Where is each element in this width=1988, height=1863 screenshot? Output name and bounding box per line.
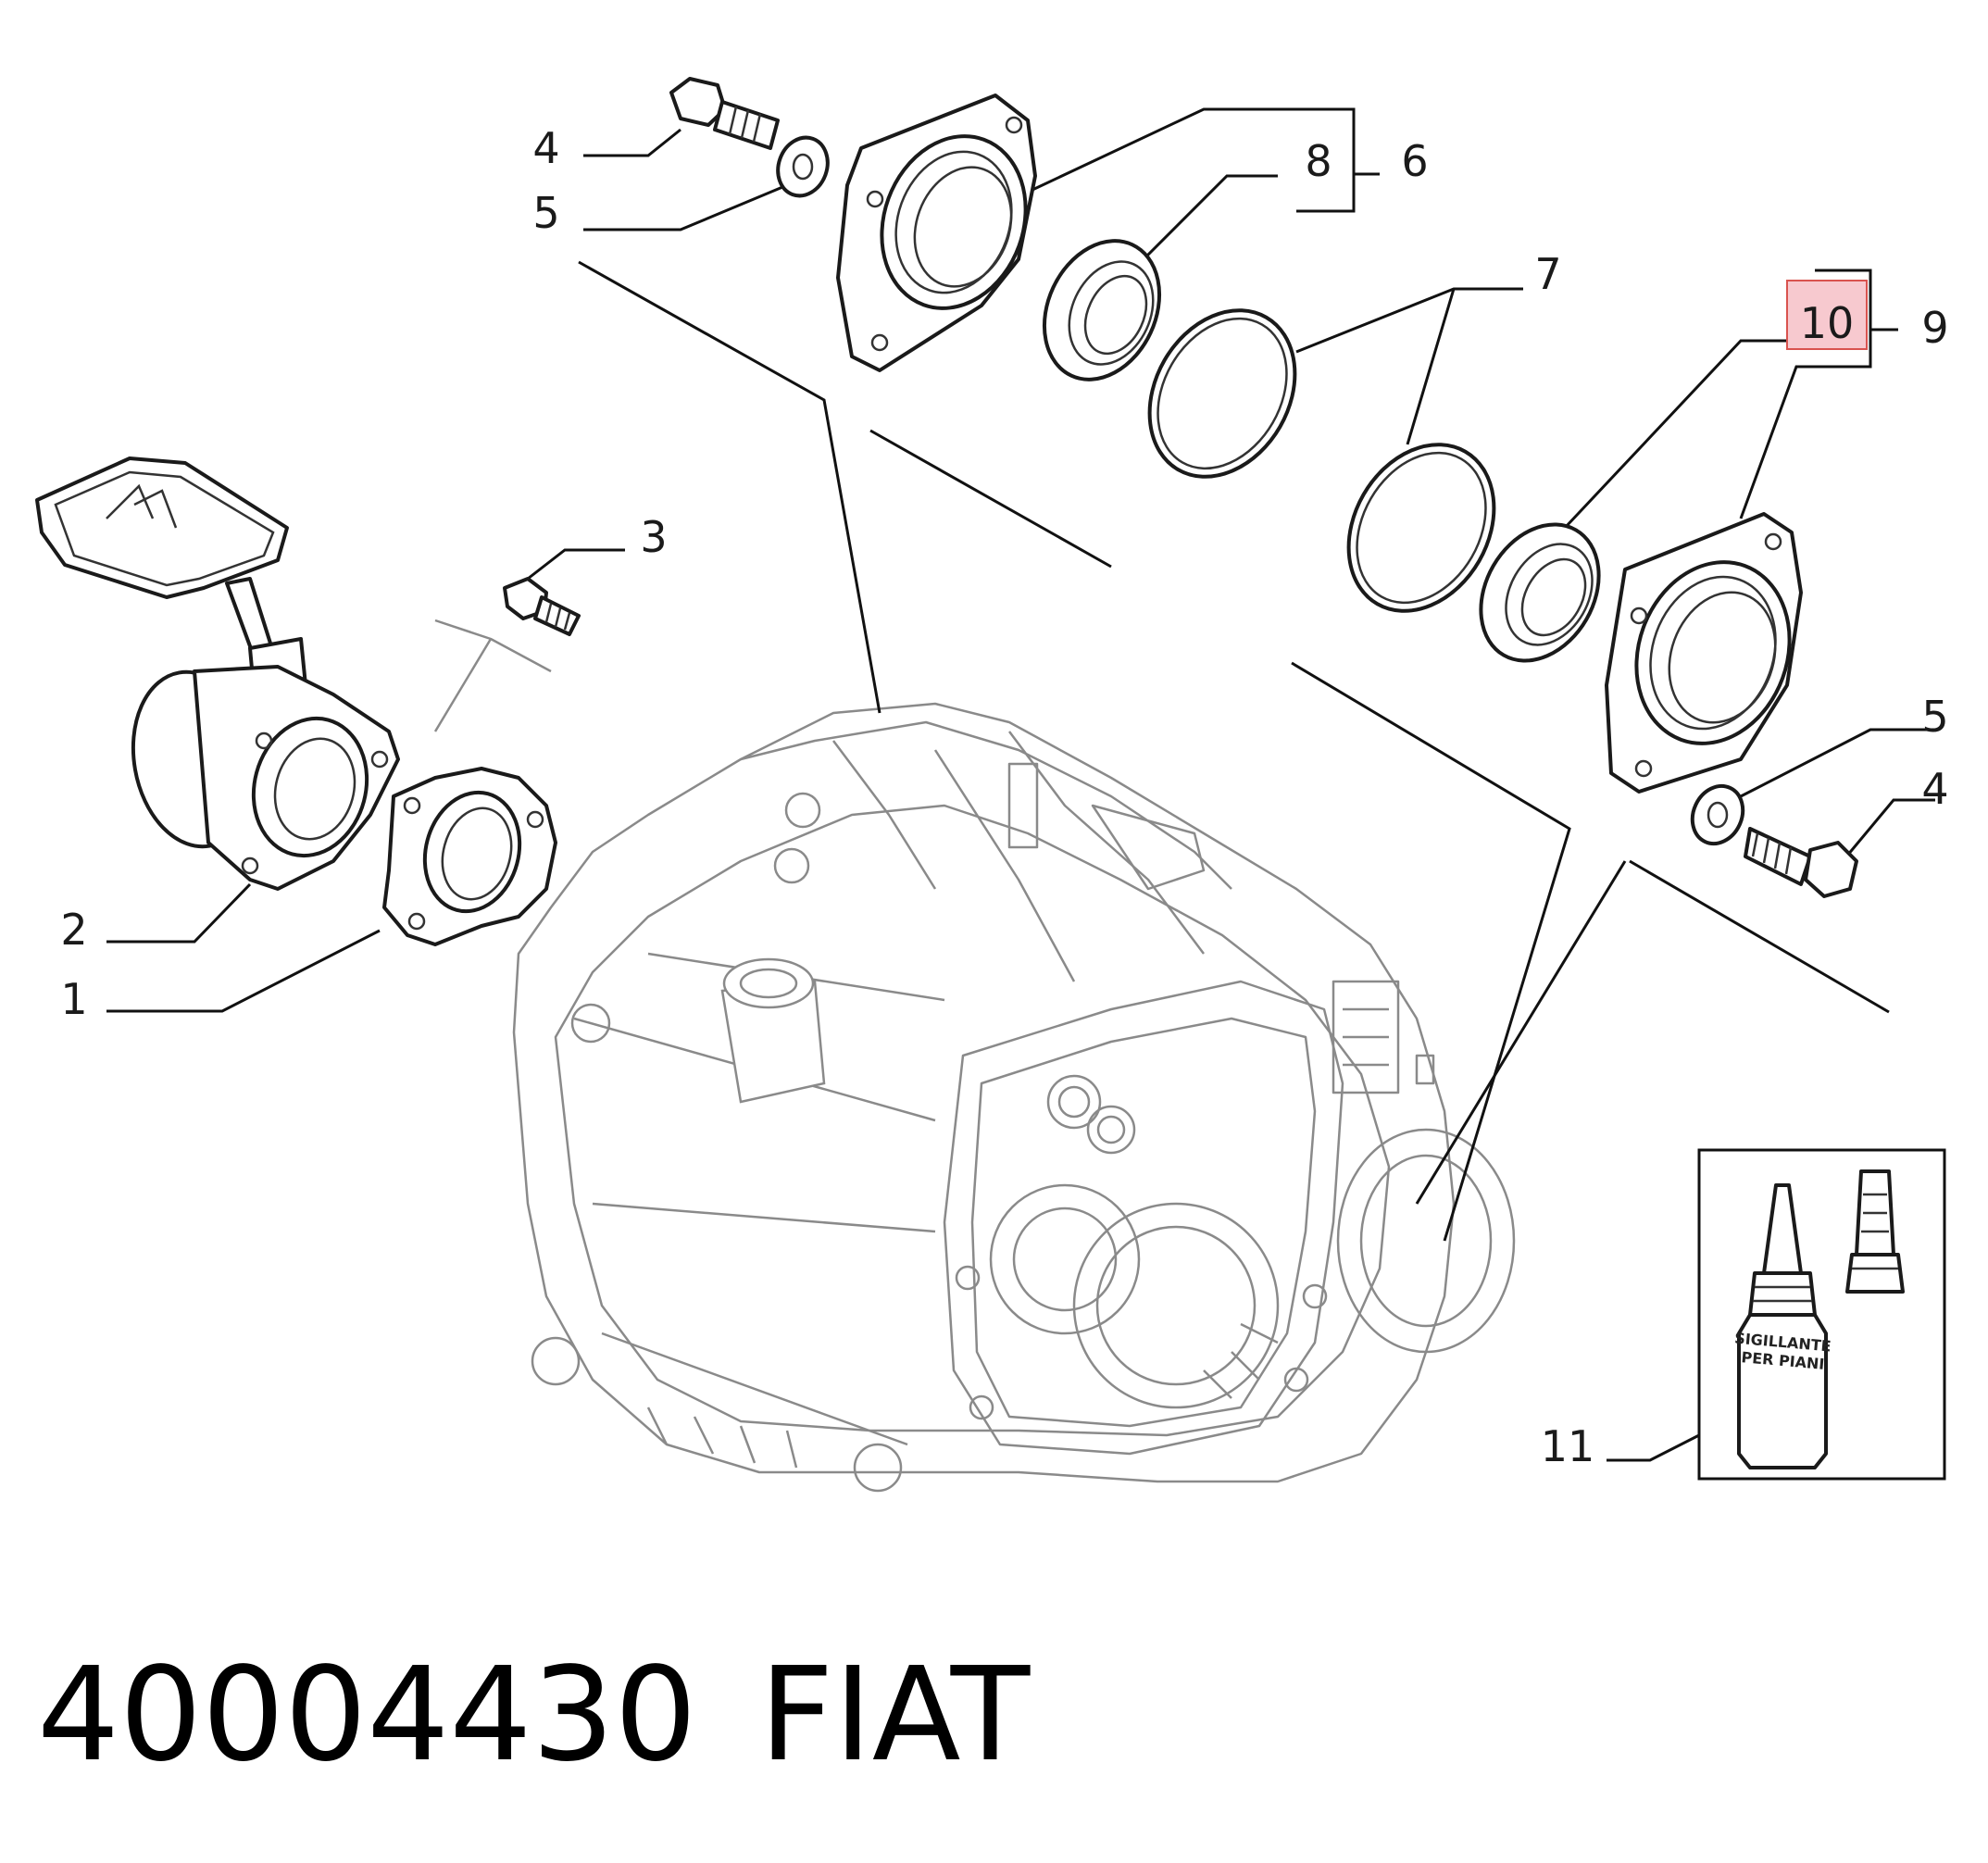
washer-5-top[interactable] bbox=[770, 131, 836, 203]
callout-4-right[interactable]: 4 bbox=[1921, 764, 1948, 814]
flange-cover-6[interactable] bbox=[836, 94, 1049, 372]
sealant-cap bbox=[1845, 1253, 1905, 1294]
bolt-3[interactable] bbox=[503, 577, 581, 636]
footer: 40004430 FIAT bbox=[37, 1640, 1031, 1791]
callout-7[interactable]: 7 bbox=[1534, 249, 1561, 299]
shaft-seal-8[interactable] bbox=[1022, 222, 1181, 398]
slave-cylinder-2[interactable] bbox=[35, 456, 400, 891]
brand-name: FIAT bbox=[759, 1640, 1031, 1791]
o-ring-7-b[interactable] bbox=[1319, 419, 1523, 638]
callout-9[interactable]: 9 bbox=[1921, 303, 1948, 353]
flange-cover-9[interactable] bbox=[1605, 512, 1814, 794]
callout-1[interactable]: 1 bbox=[60, 974, 87, 1024]
callout-10-highlight bbox=[1786, 280, 1868, 350]
bolt-4-right[interactable] bbox=[1744, 827, 1858, 898]
bolt-4-top[interactable] bbox=[669, 77, 780, 150]
shaft-seal-10[interactable] bbox=[1457, 503, 1622, 681]
callout-3[interactable]: 3 bbox=[640, 512, 667, 562]
callout-numbers: 4 5 8 6 7 10 9 3 5 4 2 1 11 bbox=[60, 123, 1948, 1471]
callout-5-right[interactable]: 5 bbox=[1921, 692, 1948, 742]
gearbox-housing bbox=[512, 702, 1516, 1493]
part-number: 40004430 bbox=[37, 1640, 697, 1791]
callout-11[interactable]: 11 bbox=[1541, 1421, 1595, 1471]
leader-lines bbox=[106, 107, 1935, 1462]
callout-10[interactable]: 10 bbox=[1800, 298, 1855, 348]
washer-5-right[interactable] bbox=[1683, 778, 1752, 852]
callout-5-top[interactable]: 5 bbox=[532, 188, 559, 238]
callout-8[interactable]: 8 bbox=[1305, 136, 1332, 186]
callout-2[interactable]: 2 bbox=[60, 905, 87, 955]
callout-6[interactable]: 6 bbox=[1401, 136, 1428, 186]
callout-4-top[interactable]: 4 bbox=[532, 123, 559, 173]
sealant-inset[interactable]: SIGILLANTE PER PIANI bbox=[1697, 1148, 1946, 1481]
adapter-flange-1[interactable] bbox=[382, 767, 557, 946]
o-ring-7-a[interactable] bbox=[1120, 284, 1324, 504]
